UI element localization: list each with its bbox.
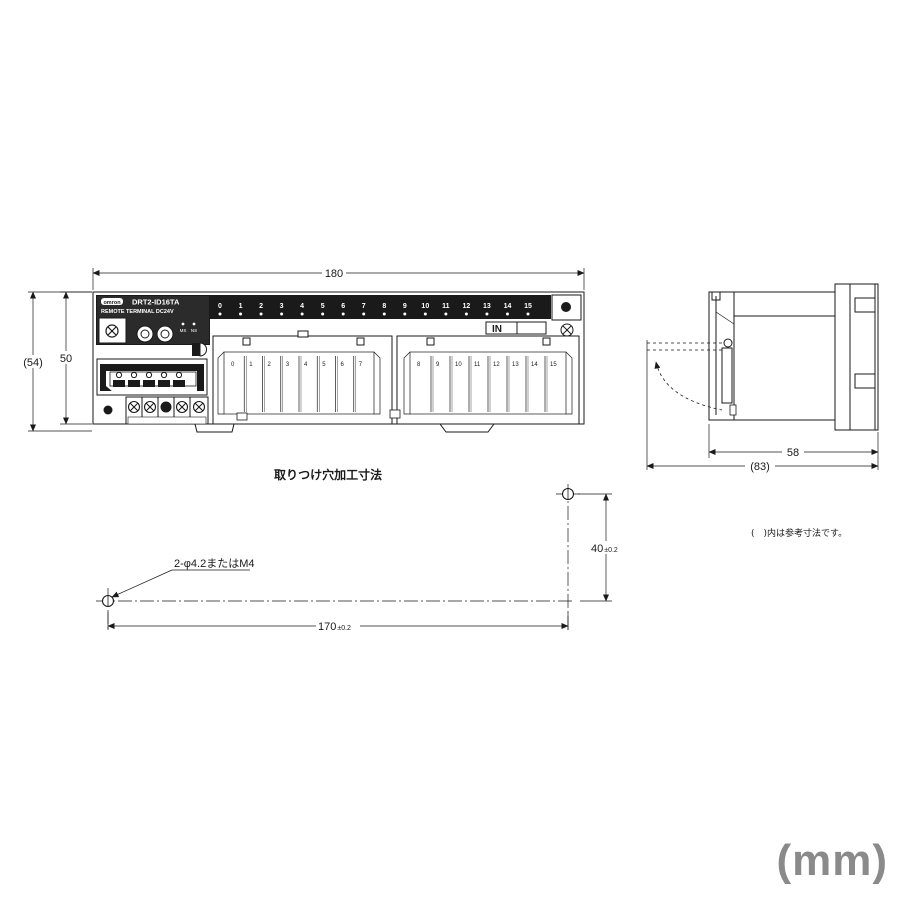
channel-led-icon (280, 312, 284, 316)
channel-led-icon (403, 312, 407, 316)
channel-label: 15 (524, 303, 532, 310)
mounting-title: 取りつけ穴加工寸法 (274, 467, 382, 482)
slot-label: 2 (268, 362, 272, 368)
model-label: DRT2-ID16TA (132, 298, 180, 307)
channel-label: 13 (483, 303, 491, 310)
channel-label: 3 (280, 303, 284, 310)
hole-width-dim-label: 170±0.2 (318, 621, 351, 633)
channel-led-icon (239, 312, 243, 316)
total-depth-dim-label: (83) (750, 461, 770, 473)
channel-led-icon (505, 312, 509, 316)
brand-logo: omron (103, 300, 121, 306)
ns-led-label: NS (191, 328, 197, 333)
slot-label: 5 (322, 362, 326, 368)
channel-label: 4 (300, 303, 304, 310)
channel-led-icon (300, 312, 304, 316)
width-dim-label: 180 (325, 268, 343, 280)
slot-label: 7 (359, 362, 363, 368)
channel-led-icon (464, 312, 468, 316)
mount-hole-icon (103, 405, 113, 415)
slot-label: 9 (436, 362, 440, 368)
io-connector-right (396, 335, 580, 425)
channel-label: 5 (321, 303, 325, 310)
channel-led-icon (444, 312, 448, 316)
ns-led-icon (192, 322, 196, 326)
slot-label: 15 (550, 362, 557, 368)
hole-height-dim-label: 40±0.2 (591, 543, 618, 555)
channel-led-icon (341, 312, 345, 316)
slot-label: 14 (531, 362, 538, 368)
channel-led-icon (218, 312, 222, 316)
channel-label: 14 (504, 303, 512, 310)
channel-led-icon (485, 312, 489, 316)
channel-label: 1 (239, 303, 243, 310)
channel-label: 9 (403, 303, 407, 310)
slot-label: 1 (249, 362, 253, 368)
channel-label: 10 (421, 303, 429, 310)
mount-hole-icon (561, 302, 571, 312)
channel-led-icon (259, 312, 263, 316)
depth-dim-label: 58 (787, 447, 799, 459)
io-indicator-strip (210, 295, 551, 319)
slot-label: 11 (474, 362, 481, 368)
slot-label: 4 (304, 362, 308, 368)
io-connector-left (212, 335, 393, 425)
channel-led-icon (362, 312, 366, 316)
front-view: 180 (54) 50 omron DRT2-ID16TA REMOTE TER… (20, 266, 585, 433)
channel-led-icon (321, 312, 325, 316)
channel-label: 12 (463, 303, 471, 310)
channel-led-icon (423, 312, 427, 316)
indicator-icon (199, 342, 207, 357)
slot-label: 0 (231, 362, 235, 368)
side-view: 58 (83) (646, 283, 879, 473)
channel-label: 8 (382, 303, 386, 310)
slot-label: 10 (455, 362, 462, 368)
in-label: IN (492, 324, 502, 335)
slot-label: 12 (493, 362, 500, 368)
channel-label: 2 (259, 303, 263, 310)
mounting-diagram: 取りつけ穴加工寸法 2-φ4.2またはM4 40±0.2 170±0.2 (96, 467, 626, 633)
slot-label: 8 (417, 362, 421, 368)
slot-label: 6 (341, 362, 345, 368)
channel-led-icon (382, 312, 386, 316)
unit-label: (mm) (776, 836, 888, 885)
outer-height-dim-label: (54) (23, 357, 43, 369)
channel-label: 6 (341, 303, 345, 310)
channel-led-icon (526, 312, 530, 316)
slot-label: 13 (512, 362, 519, 368)
ms-led-label: MS (180, 328, 187, 333)
channel-label: 7 (362, 303, 366, 310)
reference-note: ( )内は参考寸法です。 (751, 527, 847, 539)
channel-label: 0 (218, 303, 222, 310)
slot-label: 3 (286, 362, 290, 368)
hole-spec-label: 2-φ4.2またはM4 (174, 557, 255, 570)
inner-height-dim-label: 50 (60, 353, 72, 365)
ms-led-icon (181, 322, 185, 326)
subtitle-label: REMOTE TERMINAL DC24V (101, 309, 174, 315)
channel-label: 11 (442, 303, 450, 310)
